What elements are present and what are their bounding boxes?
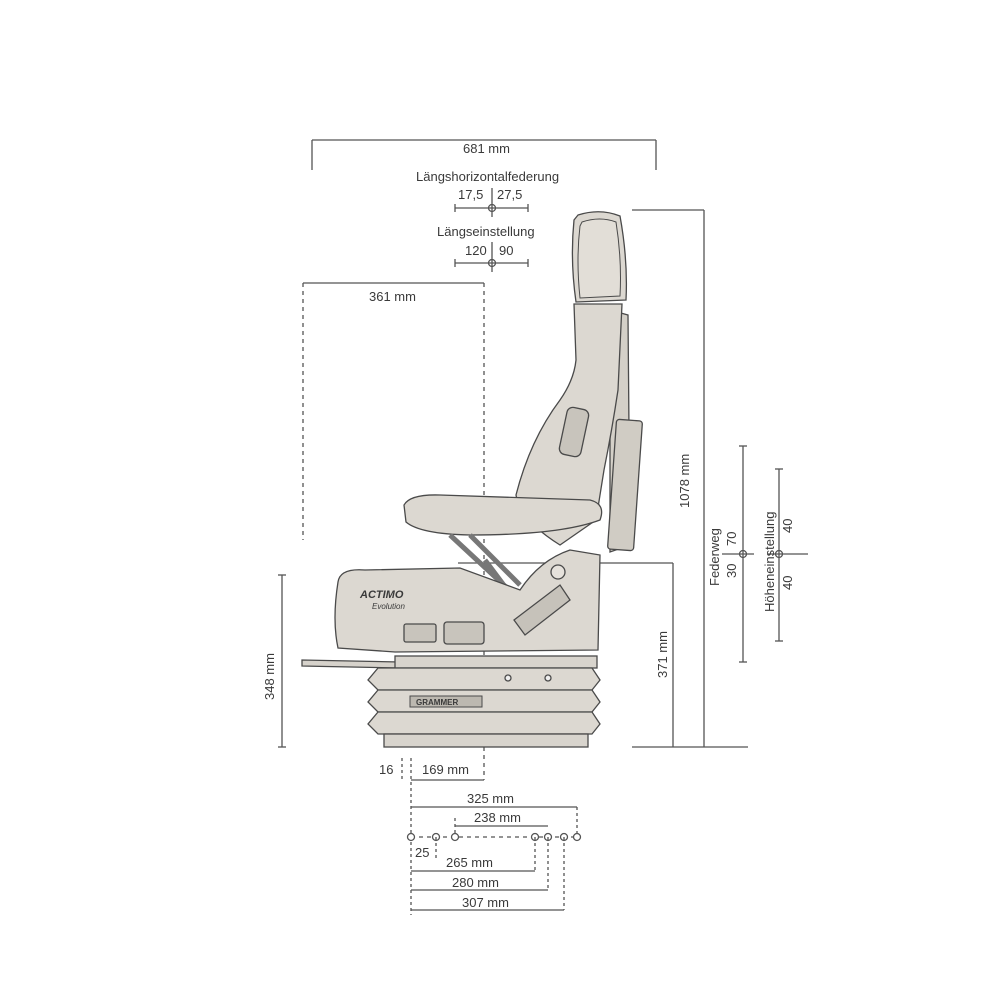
suspension-travel-marker <box>722 445 754 663</box>
seat-illustration: ACTIMO Evolution GRAMMER <box>301 211 643 748</box>
model-logo: ACTIMO <box>359 589 404 601</box>
bolt-slot-307-label: 307 mm <box>462 895 509 910</box>
fore-aft-adjustment-right: 90 <box>499 243 514 258</box>
bolt-outer-325-label: 325 mm <box>467 791 514 806</box>
switch-panel <box>403 623 437 643</box>
brand-logo: GRAMMER <box>416 698 458 707</box>
bolt-pattern <box>401 758 582 915</box>
suspension-travel-up: 70 <box>724 531 739 546</box>
backrest-reference-label: 361 mm <box>369 289 416 304</box>
height-adjustment-up: 40 <box>780 518 795 533</box>
overall-length-label: 681 mm <box>463 141 510 156</box>
front-offset-label: 169 mm <box>422 762 469 777</box>
bolt-slot-280-label: 280 mm <box>452 875 499 890</box>
suspension-travel-down: 30 <box>724 563 739 578</box>
fore-aft-isolator-left: 17,5 <box>458 187 484 202</box>
height-adjustment-marker <box>768 468 808 642</box>
height-adjustment-down: 40 <box>780 575 795 590</box>
bolt-slot-265-label: 265 mm <box>446 855 493 870</box>
model-sub-logo: Evolution <box>372 602 405 611</box>
fore-aft-adjustment-left: 120 <box>465 243 487 258</box>
overall-height-line <box>632 209 748 748</box>
fore-aft-adjustment-marker <box>454 242 529 272</box>
seat-cushion <box>403 494 603 536</box>
fore-aft-isolator-right: 27,5 <box>497 187 523 202</box>
brand-plate <box>409 695 483 708</box>
fore-aft-isolator-label: Längshorizontalfederung <box>416 169 560 184</box>
base-height-label: 348 mm <box>262 653 277 700</box>
seat-reference-height-label: 371 mm <box>655 631 670 678</box>
bellows-1 <box>367 667 601 691</box>
fore-aft-isolator-marker <box>454 188 529 217</box>
suspension-travel-label: Federweg <box>707 528 722 586</box>
overall-length-bracket <box>311 139 657 170</box>
bolt-offset-25-label: 25 <box>415 845 430 860</box>
bolt-inner-238-label: 238 mm <box>474 810 521 825</box>
control-panel <box>443 621 485 645</box>
height-adjustment-label: Höheneinstellung <box>762 511 777 612</box>
overall-height-label: 1078 mm <box>677 453 692 508</box>
base-height-line <box>278 574 286 748</box>
lumbar-control <box>558 406 590 458</box>
front-offset-small-label: 16 <box>379 762 394 777</box>
fore-aft-adjustment-label: Längseinstellung <box>437 224 535 239</box>
